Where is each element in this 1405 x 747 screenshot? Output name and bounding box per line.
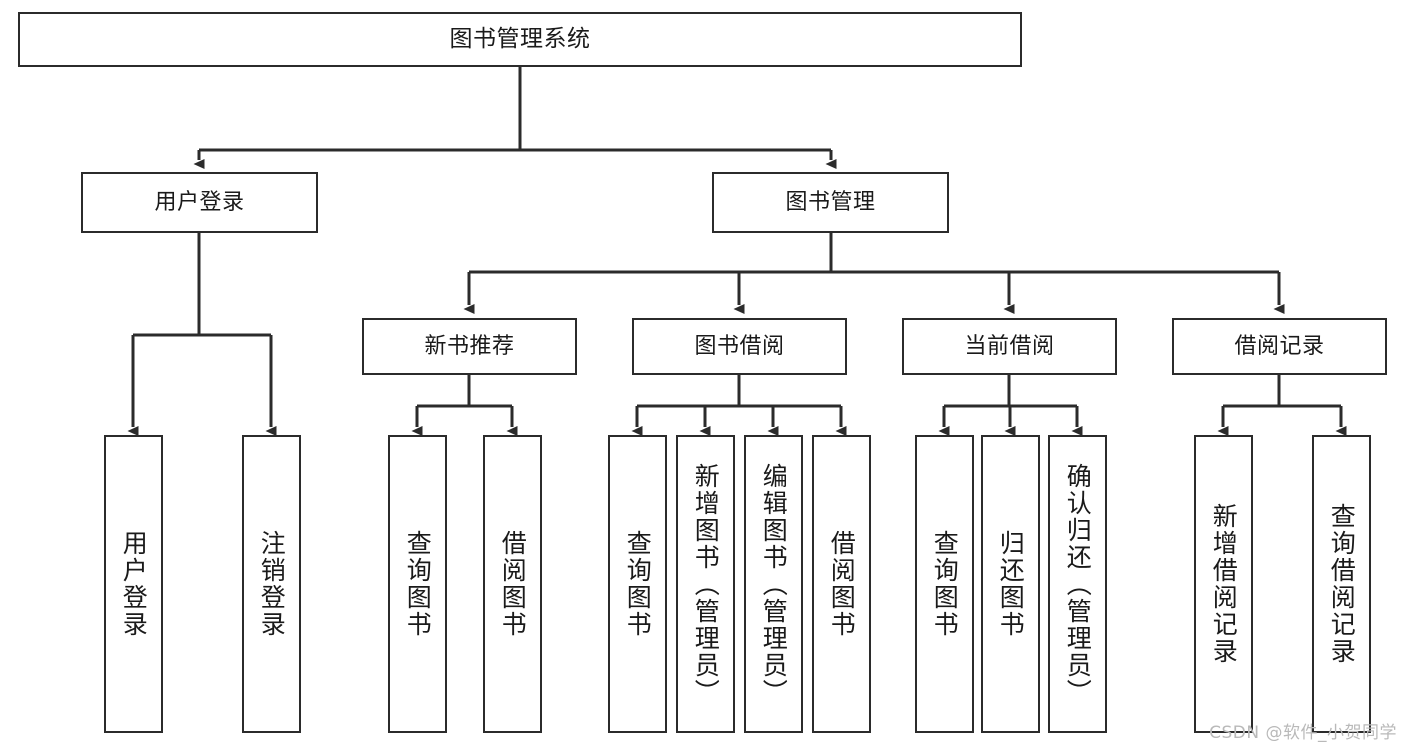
node-borrow-record[interactable]: 借阅记录 — [1172, 318, 1387, 375]
node-label: 新书推荐 — [424, 333, 515, 359]
node-leaf-current-return-book[interactable]: 归还图书 — [981, 435, 1040, 733]
node-label: 查询图书 — [623, 530, 653, 638]
node-label: 图书管理系统 — [449, 25, 591, 52]
node-label: 用户登录 — [119, 530, 149, 638]
node-label: 用户登录 — [154, 189, 245, 215]
node-label: 借阅图书 — [498, 530, 528, 638]
node-label: 编辑图书（管理员） — [759, 462, 789, 706]
node-label: 图书借阅 — [694, 333, 785, 359]
node-root-book-management-system[interactable]: 图书管理系统 — [18, 12, 1022, 67]
node-leaf-borrow-borrow-book[interactable]: 借阅图书 — [812, 435, 871, 733]
node-leaf-recommend-query-book[interactable]: 查询图书 — [388, 435, 447, 733]
node-label: 确认归还（管理员） — [1063, 462, 1093, 706]
node-leaf-current-query-book[interactable]: 查询图书 — [915, 435, 974, 733]
node-leaf-borrow-query-book[interactable]: 查询图书 — [608, 435, 667, 733]
node-label: 查询借阅记录 — [1327, 503, 1357, 665]
node-label: 查询图书 — [930, 530, 960, 638]
node-label: 当前借阅 — [964, 333, 1055, 359]
node-current-borrow[interactable]: 当前借阅 — [902, 318, 1117, 375]
node-leaf-recommend-borrow-book[interactable]: 借阅图书 — [483, 435, 542, 733]
node-leaf-user-login[interactable]: 用户登录 — [104, 435, 163, 733]
node-label: 借阅记录 — [1234, 333, 1325, 359]
node-label: 新增借阅记录 — [1209, 503, 1239, 665]
node-leaf-record-add[interactable]: 新增借阅记录 — [1194, 435, 1253, 733]
node-book-borrow[interactable]: 图书借阅 — [632, 318, 847, 375]
node-user-login[interactable]: 用户登录 — [81, 172, 318, 233]
node-leaf-logout[interactable]: 注销登录 — [242, 435, 301, 733]
node-leaf-borrow-add-book[interactable]: 新增图书（管理员） — [676, 435, 735, 733]
node-leaf-current-confirm-return[interactable]: 确认归还（管理员） — [1048, 435, 1107, 733]
node-label: 图书管理 — [785, 189, 876, 215]
node-leaf-borrow-edit-book[interactable]: 编辑图书（管理员） — [744, 435, 803, 733]
node-label: 借阅图书 — [827, 530, 857, 638]
node-label: 注销登录 — [257, 530, 287, 638]
node-leaf-record-query[interactable]: 查询借阅记录 — [1312, 435, 1371, 733]
node-new-book-recommend[interactable]: 新书推荐 — [362, 318, 577, 375]
watermark: CSDN @软件_小贺同学 — [1209, 723, 1397, 743]
node-label: 查询图书 — [403, 530, 433, 638]
node-book-management[interactable]: 图书管理 — [712, 172, 949, 233]
node-label: 归还图书 — [996, 530, 1026, 638]
node-label: 新增图书（管理员） — [691, 462, 721, 706]
